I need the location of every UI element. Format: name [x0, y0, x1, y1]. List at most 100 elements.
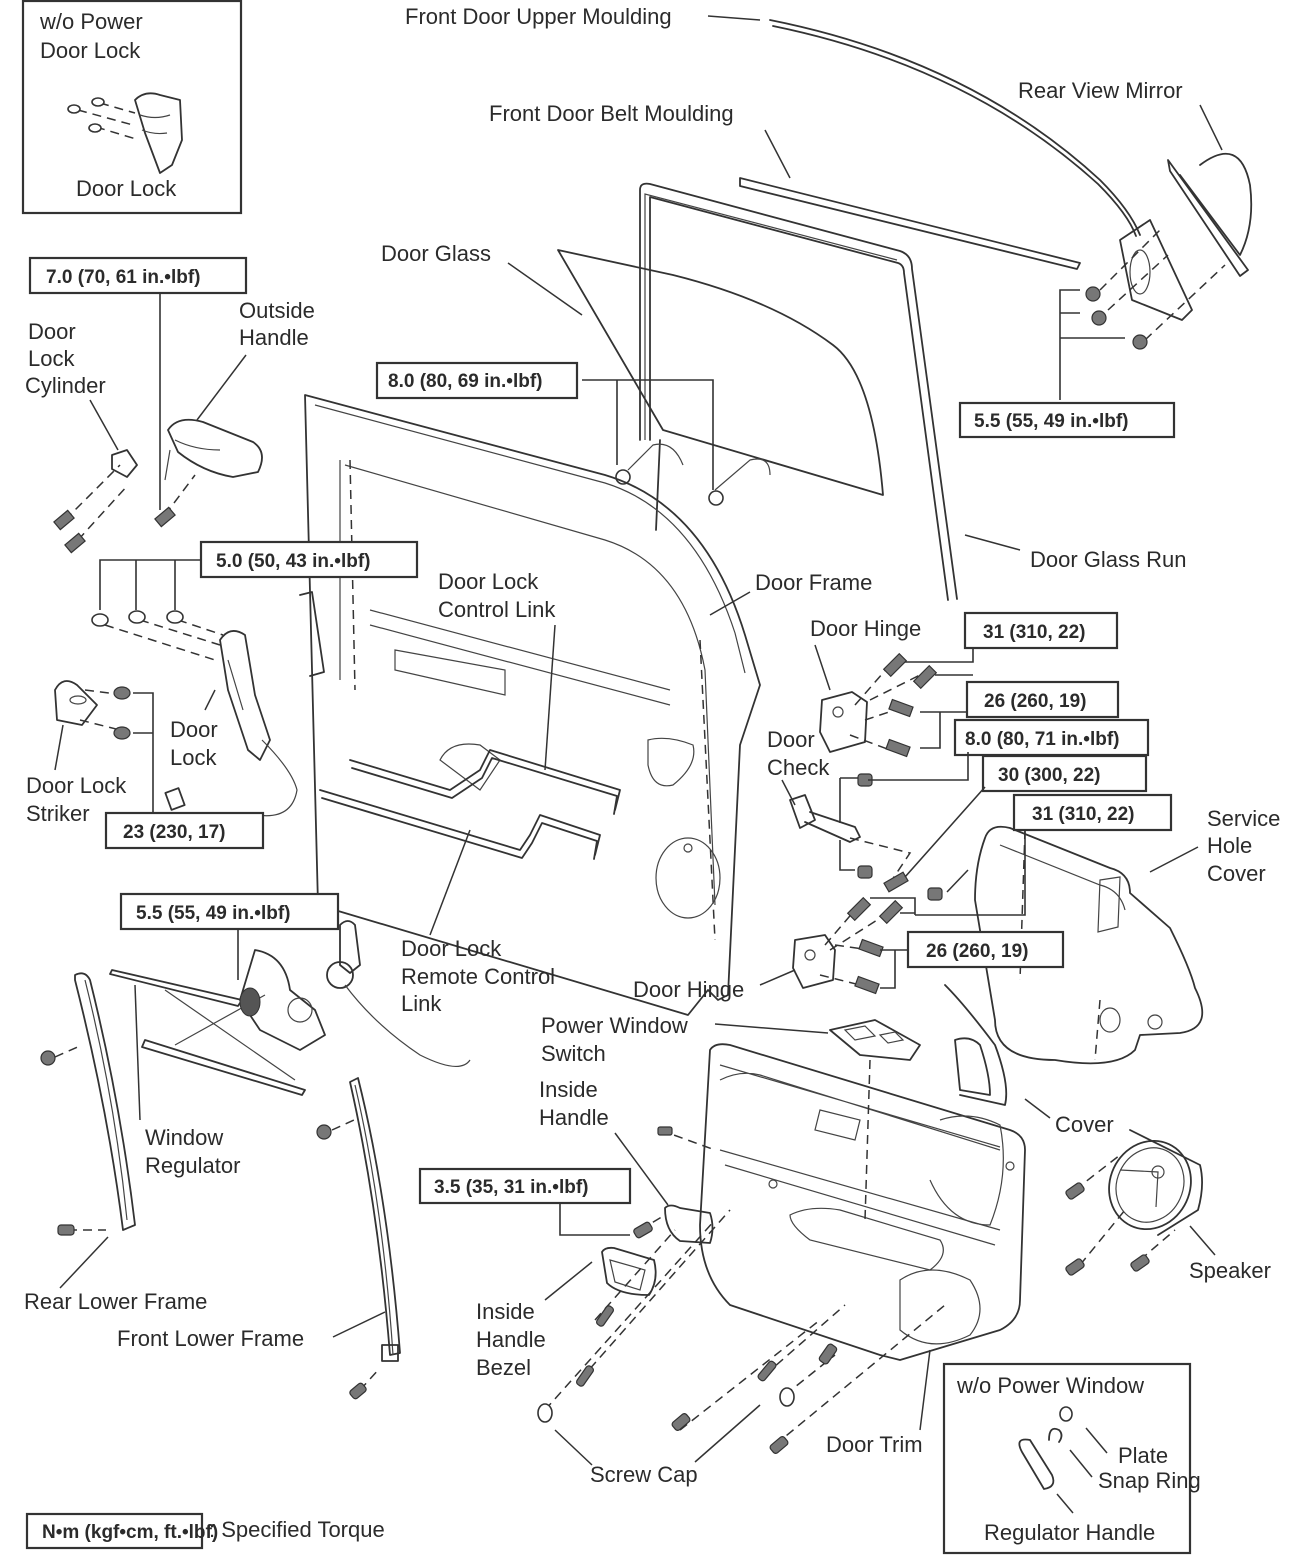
label-outside-handle-1: Outside [239, 298, 315, 323]
door-lock-striker [54, 680, 154, 823]
door-hinge-lower [759, 896, 916, 995]
label-front-door-upper-moulding: Front Door Upper Moulding [405, 4, 672, 29]
label-front-lower-frame: Front Lower Frame [117, 1326, 304, 1351]
legend-unit-text: N•m (kgf•cm, ft.•lbf) [42, 1522, 218, 1543]
inset-title-line2: Door Lock [40, 38, 141, 63]
screw-caps-and-screws [537, 1209, 946, 1466]
snap-ring-icon [1048, 1427, 1063, 1443]
label-inside-handle-bezel-1: Inside [476, 1299, 535, 1324]
torque-box-inside-handle [418, 1167, 632, 1205]
label-door-lock-remote-link-3: Link [401, 991, 442, 1016]
label-window-regulator-2: Regulator [145, 1153, 240, 1178]
label-door-lock-control-link-1: Door Lock [438, 569, 539, 594]
regulator-handle-icon [1018, 1438, 1055, 1490]
rear-lower-frame [40, 972, 136, 1289]
front-lower-frame [316, 1077, 401, 1400]
label-door-glass-run: Door Glass Run [1030, 547, 1187, 572]
front-door-upper-moulding [707, 15, 1141, 237]
label-door-lock-cylinder-3: Cylinder [25, 373, 106, 398]
door-check [781, 752, 986, 893]
door-frame [304, 394, 761, 1016]
torque-box-hinge-lower-body [1012, 793, 1173, 832]
torque-door-check-door: 30 (300, 22) [998, 765, 1100, 786]
torque-box-window-regulator [119, 892, 340, 931]
window-regulator [109, 920, 471, 1121]
door-lock-cylinder [53, 399, 138, 554]
door-lock-icon [67, 92, 183, 174]
label-rear-lower-frame: Rear Lower Frame [24, 1289, 207, 1314]
torque-door-lock: 5.0 (50, 43 in.•lbf) [216, 551, 370, 572]
torque-legend: N•m (kgf•cm, ft.•lbf) : Specified Torque [25, 1512, 385, 1550]
torque-box-hinge-upper-body [963, 611, 1119, 650]
inside-handle [614, 1126, 716, 1244]
inset-regulator-handle-label: Regulator Handle [984, 1520, 1155, 1545]
inset-door-lock-label: Door Lock [76, 176, 177, 201]
torque-hinge-lower-body: 31 (310, 22) [1032, 804, 1134, 825]
torque-box-hinge-upper-door [965, 680, 1120, 719]
label-door-hinge-lower: Door Hinge [633, 977, 744, 1002]
label-door-lock-striker-1: Door Lock [26, 773, 127, 798]
legend-description: : Specified Torque [209, 1517, 385, 1542]
label-inside-handle-2: Handle [539, 1105, 609, 1130]
label-cover: Cover [1055, 1112, 1114, 1137]
label-door-glass: Door Glass [381, 241, 491, 266]
outside-handle-bolt [154, 474, 196, 528]
label-door-lock-remote-link-2: Remote Control [401, 964, 555, 989]
torque-inside-handle: 3.5 (35, 31 in.•lbf) [434, 1177, 588, 1198]
door-glass [507, 249, 884, 496]
label-door-trim: Door Trim [826, 1432, 923, 1457]
door-hinge-upper [814, 644, 974, 758]
inset-title-line1: w/o Power [39, 9, 143, 34]
label-door-frame: Door Frame [755, 570, 872, 595]
inset-power-window-title: w/o Power Window [956, 1373, 1144, 1398]
label-door-lock-remote-link-1: Door Lock [401, 936, 502, 961]
plate-icon [1059, 1406, 1073, 1422]
label-outside-handle-2: Handle [239, 325, 309, 350]
torque-box-outside-handle [28, 256, 248, 295]
cover [944, 984, 1051, 1119]
torque-box-door-check-door [981, 754, 1148, 793]
label-door-hinge-upper: Door Hinge [810, 616, 921, 641]
torque-mirror: 5.5 (55, 49 in.•lbf) [974, 411, 1128, 432]
torque-window-regulator: 5.5 (55, 49 in.•lbf) [136, 903, 290, 924]
label-door-check-2: Check [767, 755, 830, 780]
torque-box-hinge-lower-door [906, 930, 1065, 969]
label-door-lock-cylinder-2: Lock [28, 346, 75, 371]
label-front-door-belt-moulding: Front Door Belt Moulding [489, 101, 734, 126]
front-door-belt-moulding [739, 129, 1081, 270]
torque-hinge-upper-body: 31 (310, 22) [983, 622, 1085, 643]
torque-box-striker [104, 811, 265, 850]
torque-hinge-lower-door: 26 (260, 19) [926, 941, 1028, 962]
door-lock-bolts [91, 610, 224, 661]
label-door-check-1: Door [767, 727, 815, 752]
door-lock [164, 591, 325, 821]
inset-power-window: w/o Power Window Plate Snap Ring Regulat… [942, 1362, 1201, 1555]
label-door-lock-striker-2: Striker [26, 801, 90, 826]
power-window-switch [714, 1019, 921, 1061]
door-trim [699, 1043, 1026, 1431]
label-speaker: Speaker [1189, 1258, 1271, 1283]
label-service-hole-cover-3: Cover [1207, 861, 1266, 886]
torque-hinge-upper-door: 26 (260, 19) [984, 691, 1086, 712]
label-door-lock-cylinder-1: Door [28, 319, 76, 344]
inside-handle-bezel [544, 1246, 657, 1301]
torque-box-door-glass [375, 361, 579, 400]
label-door-lock-2: Lock [170, 745, 217, 770]
label-door-lock-1: Door [170, 717, 218, 742]
label-inside-handle-bezel-2: Handle [476, 1327, 546, 1352]
torque-striker: 23 (230, 17) [123, 822, 225, 843]
label-screw-cap: Screw Cap [590, 1462, 698, 1487]
service-hole-cover [915, 825, 1204, 1065]
label-inside-handle-bezel-3: Bezel [476, 1355, 531, 1380]
rear-view-mirror [1059, 104, 1253, 400]
inset-plate-label: Plate [1118, 1443, 1168, 1468]
door-lock-remote-control-link [319, 789, 601, 936]
legend-unit-box [25, 1512, 204, 1550]
torque-box-mirror [958, 401, 1176, 439]
outside-handle [164, 354, 263, 481]
inset-snap-ring-label: Snap Ring [1098, 1468, 1201, 1493]
label-power-window-switch-2: Switch [541, 1041, 606, 1066]
torque-door-check-body: 8.0 (80, 71 in.•lbf) [965, 729, 1119, 750]
torque-box-door-lock [199, 540, 419, 579]
